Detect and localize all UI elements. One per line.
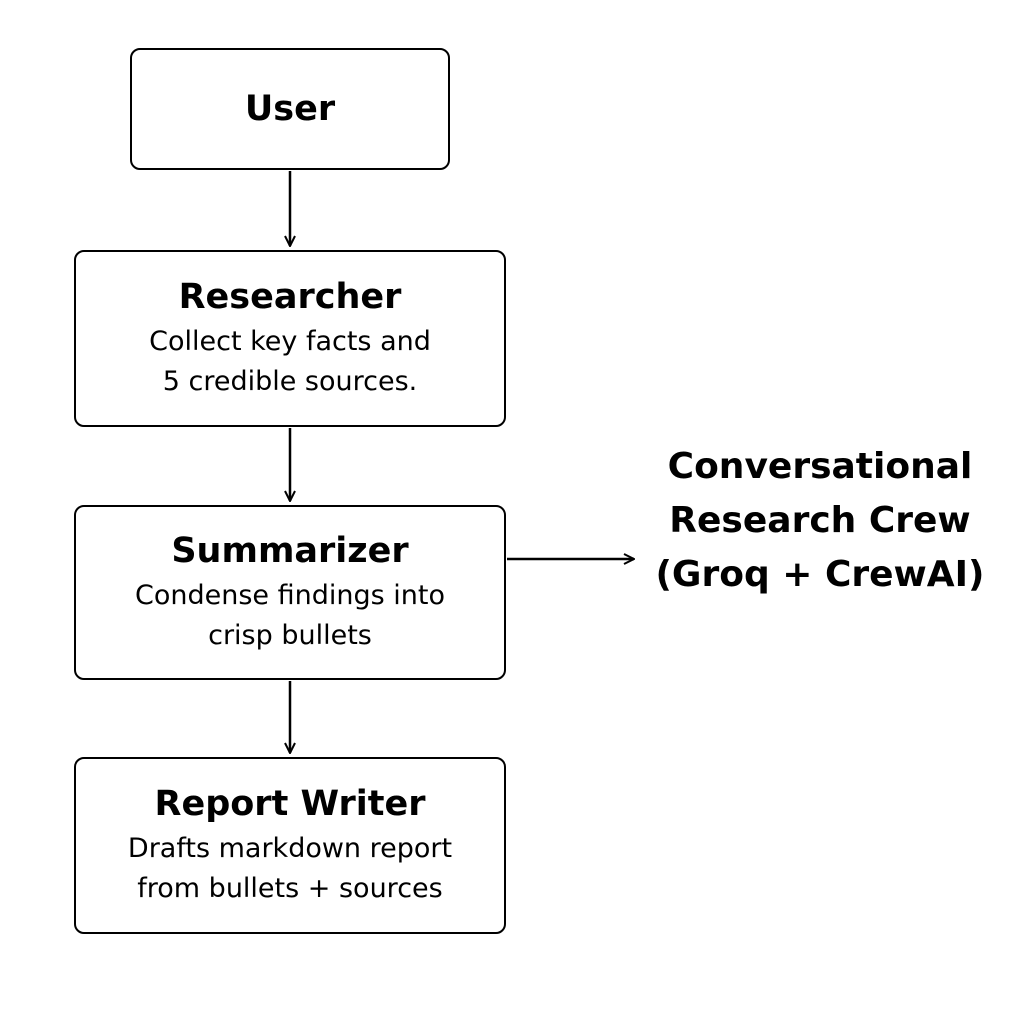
report-writer-node-title: Report Writer bbox=[154, 783, 426, 824]
summarizer-node-title: Summarizer bbox=[171, 530, 409, 571]
side-title-line: (Groq + CrewAI) bbox=[655, 554, 985, 595]
summarizer-description-line: crisp bullets bbox=[208, 619, 372, 651]
summarizer-node-description: Condense findings into crisp bullets bbox=[135, 576, 445, 656]
researcher-node-title: Researcher bbox=[178, 276, 402, 317]
report-writer-node-description: Drafts markdown report from bullets + so… bbox=[128, 829, 452, 909]
side-title-line: Conversational bbox=[667, 446, 973, 487]
report-writer-description-line: Drafts markdown report bbox=[127, 832, 453, 864]
researcher-description-line: Collect key facts and bbox=[149, 325, 431, 357]
researcher-node-description: Collect key facts and 5 credible sources… bbox=[149, 322, 431, 402]
report-writer-description-line: from bullets + sources bbox=[137, 872, 443, 904]
user-node: User bbox=[130, 48, 450, 170]
report-writer-node: Report Writer Drafts markdown report fro… bbox=[74, 757, 506, 934]
researcher-node: Researcher Collect key facts and 5 credi… bbox=[74, 250, 506, 427]
user-node-title: User bbox=[244, 89, 336, 129]
summarizer-description-line: Condense findings into bbox=[135, 579, 445, 611]
side-title-line: Research Crew bbox=[669, 500, 971, 541]
summarizer-node: Summarizer Condense findings into crisp … bbox=[74, 505, 506, 680]
side-title: Conversational Research Crew (Groq + Cre… bbox=[640, 440, 1000, 602]
researcher-description-line: 5 credible sources. bbox=[162, 365, 418, 397]
